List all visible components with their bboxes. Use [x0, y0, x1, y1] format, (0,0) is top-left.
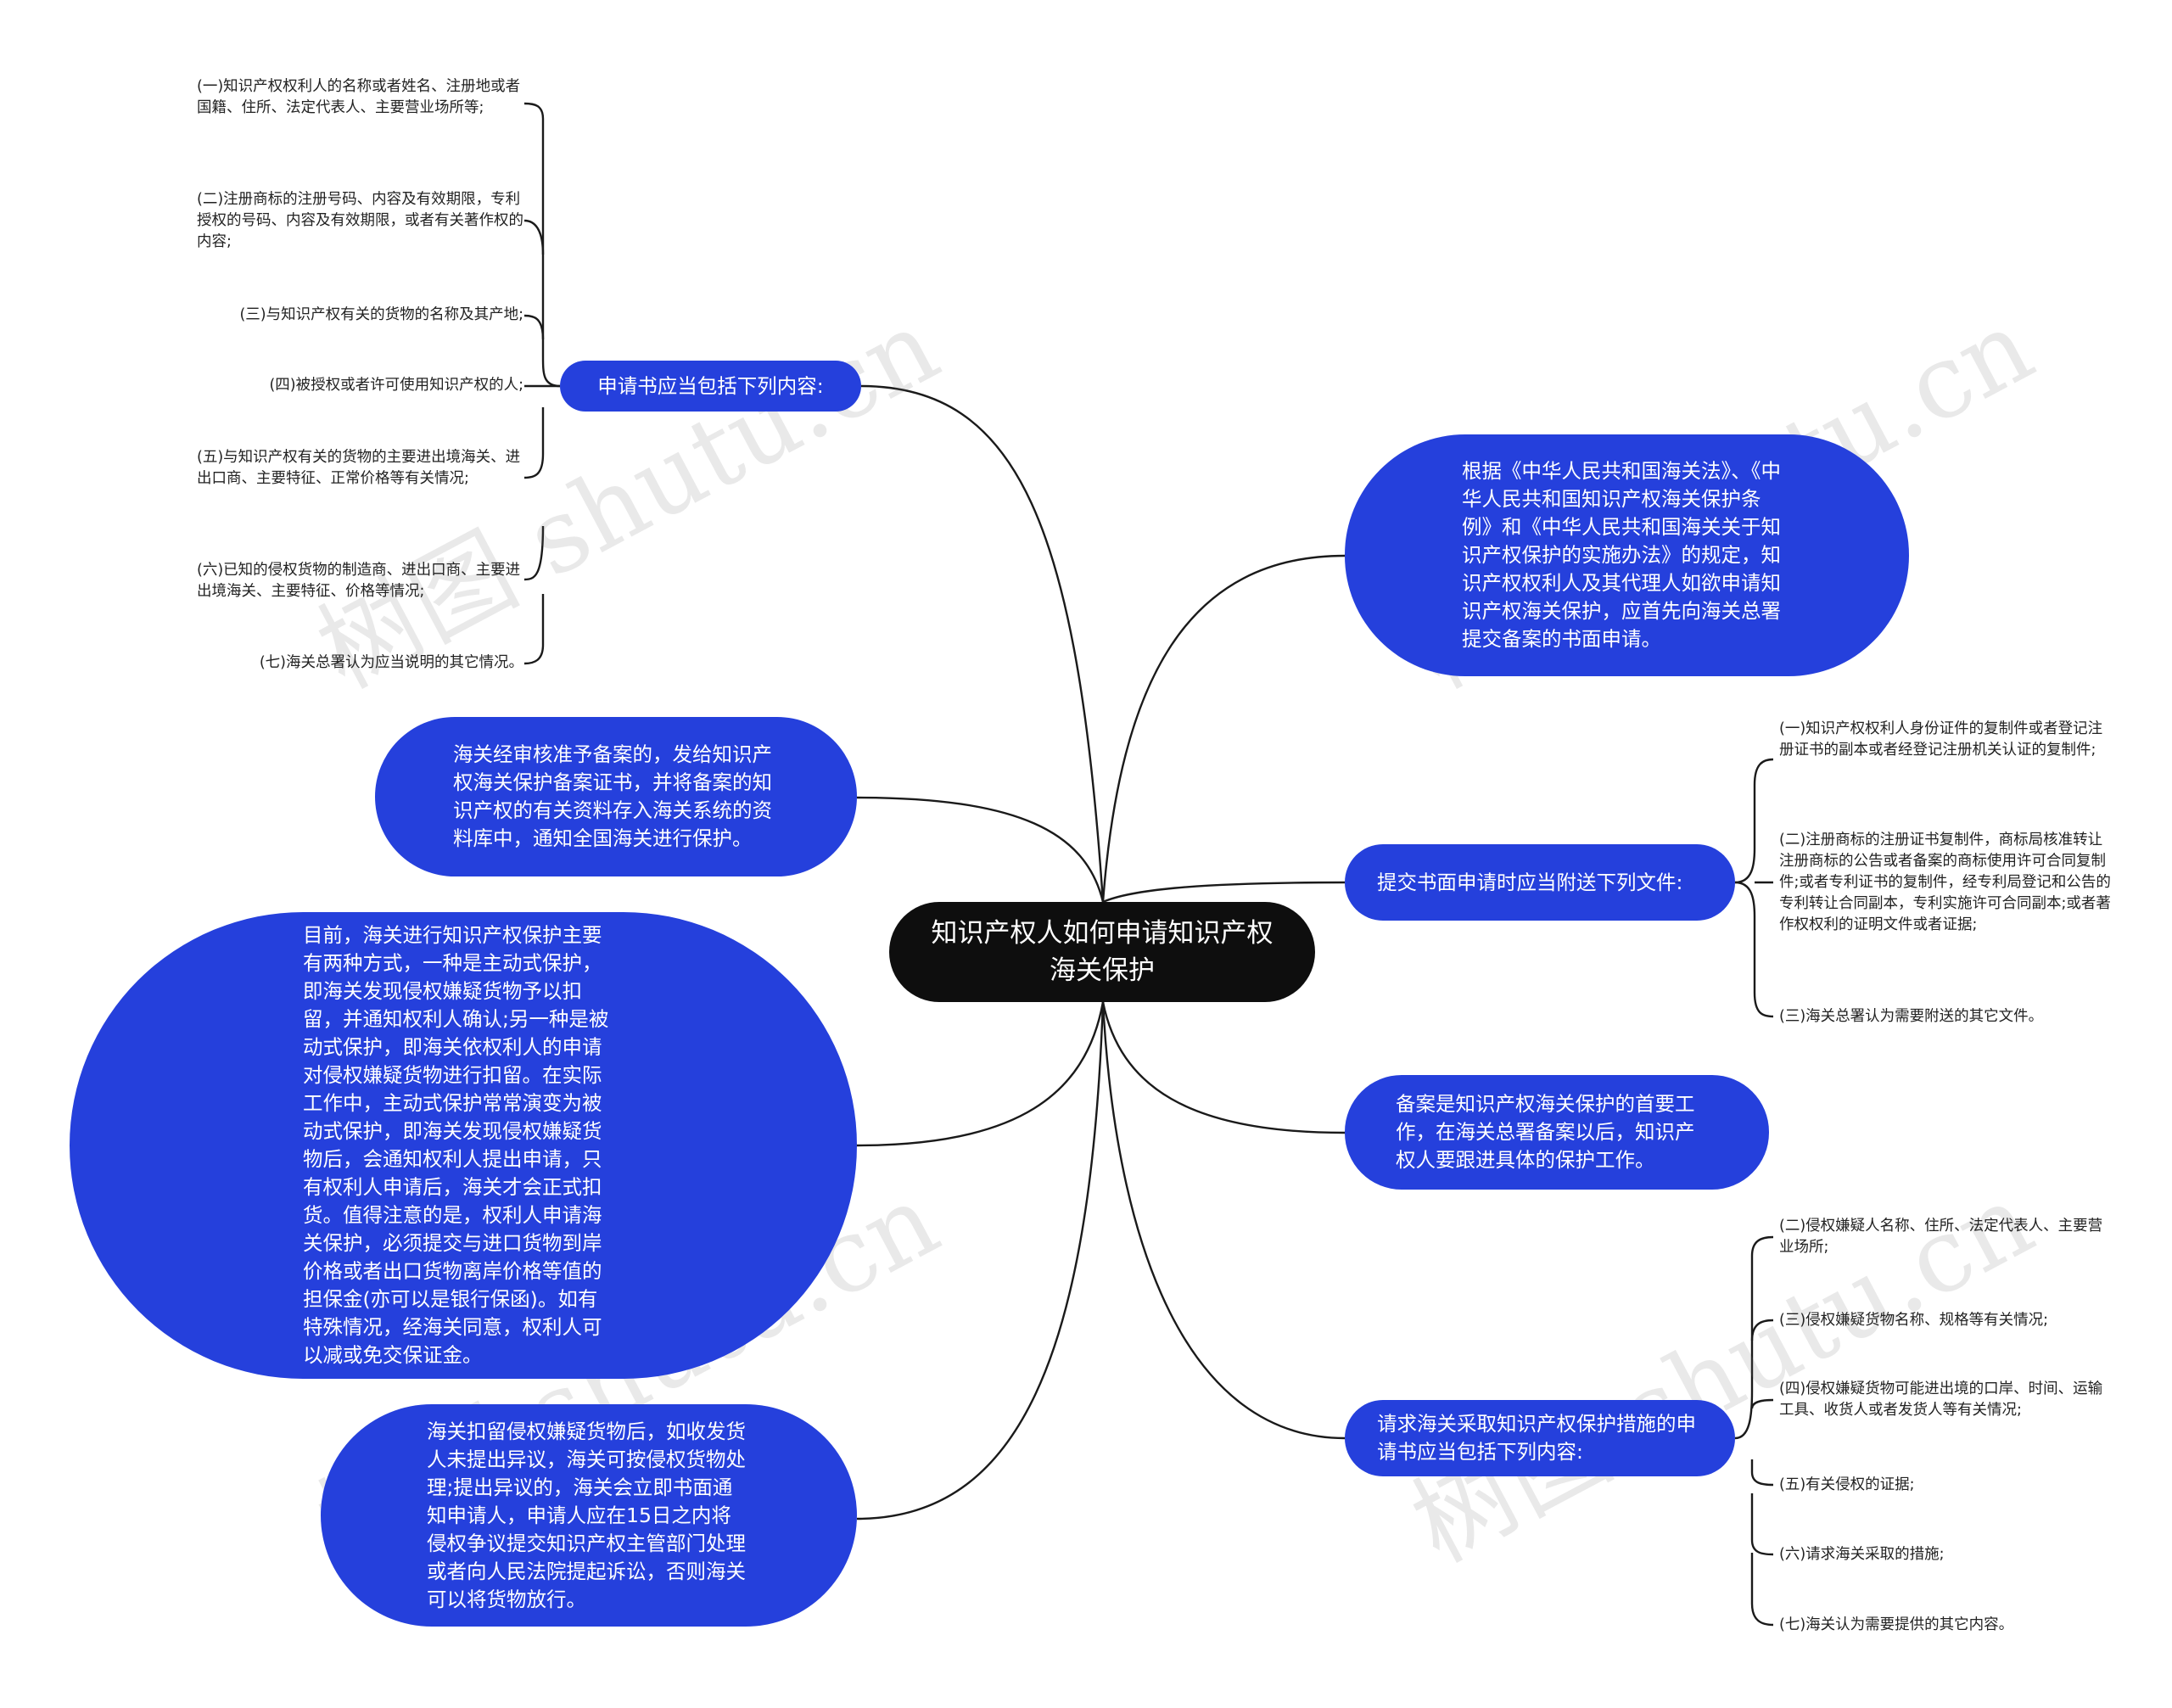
root-topic[interactable]: 知识产权人如何申请知识产权海关保护 [889, 902, 1315, 1002]
link-app-item-6 [523, 525, 545, 581]
link-app-item-3 [523, 314, 545, 340]
link-mea-item-5 [1750, 1493, 1774, 1556]
link-root-application-contents [860, 384, 1105, 903]
leaf-application-item-5: (五)与知识产权有关的货物的主要进出境海关、进出口商、主要特征、正常价格等有关情… [197, 449, 521, 487]
node-two-modes[interactable]: 目前，海关进行知识产权保护主要有两种方式，一种是主动式保护，即海关发现侵权嫌疑货… [70, 912, 857, 1379]
link-root-filing-first [1101, 1001, 1346, 1134]
link-root-detention [856, 1001, 1105, 1520]
leaf-attachment-item-2: (二)注册商标的注册证书复制件，商标局核准转让注册商标的公告或者备案的商标使用许… [1779, 832, 2111, 933]
link-app-item-7 [523, 594, 545, 665]
leaf-measure-item-6: (七)海关认为需要提供的其它内容。 [1779, 1616, 2014, 1633]
link-app-item-2 [523, 219, 545, 255]
leaf-measure-item-3: (四)侵权嫌疑货物可能进出境的口岸、时间、运输工具、收货人或者发货人等有关情况; [1779, 1380, 2103, 1419]
leaf-application-item-6: (六)已知的侵权货物的制造商、进出口商、主要进出境海关、主要特征、价格等情况; [197, 562, 521, 600]
link-root-two-modes [856, 1001, 1105, 1147]
node-application-contents[interactable]: 申请书应当包括下列内容: [560, 361, 861, 412]
leaf-application-item-3: (三)与知识产权有关的货物的名称及其产地; [239, 306, 523, 323]
node-basis-text: 根据《中华人民共和国海关法》、《中华人民共和国知识产权海关保护条例》和《中华人民… [1462, 459, 1781, 651]
link-root-attachments [1102, 881, 1346, 904]
node-attachments[interactable]: 提交书面申请时应当附送下列文件: [1345, 844, 1735, 921]
leaf-measure-item-4: (五)有关侵权的证据; [1779, 1476, 1915, 1493]
node-application-contents-label: 申请书应当包括下列内容: [597, 373, 824, 398]
link-mea-item-3 [1750, 1398, 1774, 1409]
node-detention[interactable]: 海关扣留侵权嫌疑货物后，如收发货人未提出异议，海关可按侵权货物处理;提出异议的，… [321, 1404, 857, 1627]
leaf-measure-item-5: (六)请求海关采取的措施; [1779, 1546, 1945, 1563]
node-measures[interactable]: 请求海关采取知识产权保护措施的申请书应当包括下列内容: [1345, 1400, 1735, 1476]
link-app-item-1 [523, 102, 561, 388]
node-certificate[interactable]: 海关经审核准予备案的，发给知识产权海关保护备案证书，并将备案的知识产权的有关资料… [375, 717, 857, 876]
root-topic-label: 知识产权人如何申请知识产权海关保护 [931, 918, 1274, 986]
leaf-attachment-item-1: (一)知识产权权利人身份证件的复制件或者登记注册证书的副本或者经登记注册机关认证… [1779, 720, 2103, 759]
node-attachments-label: 提交书面申请时应当附送下列文件: [1377, 870, 1683, 894]
link-mea-item-6 [1750, 1553, 1774, 1627]
link-att-item-1 [1734, 758, 1774, 884]
node-measures-label: 请求海关采取知识产权保护措施的申请书应当包括下列内容: [1377, 1412, 1696, 1464]
leaf-measure-item-2: (三)侵权嫌疑货物名称、规格等有关情况; [1779, 1312, 2049, 1329]
leaf-application-item-4: (四)被授权或者许可使用知识产权的人; [269, 377, 523, 394]
link-att-item-3 [1734, 881, 1774, 1018]
leaf-measure-item-1: (二)侵权嫌疑人名称、住所、法定代表人、主要营业场所; [1779, 1218, 2103, 1256]
node-detention-text: 海关扣留侵权嫌疑货物后，如收发货人未提出异议，海关可按侵权货物处理;提出异议的，… [427, 1419, 746, 1611]
node-two-modes-text: 目前，海关进行知识产权保护主要有两种方式，一种是主动式保护，即海关发现侵权嫌疑货… [303, 923, 609, 1367]
leaf-application-item-7: (七)海关总署认为应当说明的其它情况。 [259, 654, 523, 671]
link-app-item-5 [523, 407, 545, 479]
leaf-application-item-2: (二)注册商标的注册号码、内容及有效期限，专利授权的号码、内容及有效期限，或者有… [197, 191, 523, 250]
link-root-basis [1101, 554, 1346, 903]
leaf-application-item-1: (一)知识产权权利人的名称或者姓名、注册地或者国籍、住所、法定代表人、主要营业场… [197, 78, 521, 116]
link-root-measures [1101, 1001, 1346, 1440]
leaf-attachment-item-3: (三)海关总署认为需要附送的其它文件。 [1779, 1008, 2044, 1025]
node-filing-first-text: 备案是知识产权海关保护的首要工作，在海关总署备案以后，知识产权人要跟进具体的保护… [1396, 1092, 1695, 1172]
link-mea-item-1 [1734, 1235, 1774, 1440]
link-mea-item-2 [1750, 1319, 1774, 1341]
link-mea-item-4 [1750, 1459, 1774, 1487]
node-filing-first[interactable]: 备案是知识产权海关保护的首要工作，在海关总署备案以后，知识产权人要跟进具体的保护… [1345, 1075, 1769, 1190]
node-basis[interactable]: 根据《中华人民共和国海关法》、《中华人民共和国知识产权海关保护条例》和《中华人民… [1345, 434, 1909, 676]
link-root-certificate [856, 796, 1105, 903]
node-certificate-text: 海关经审核准予备案的，发给知识产权海关保护备案证书，并将备案的知识产权的有关资料… [453, 742, 772, 850]
